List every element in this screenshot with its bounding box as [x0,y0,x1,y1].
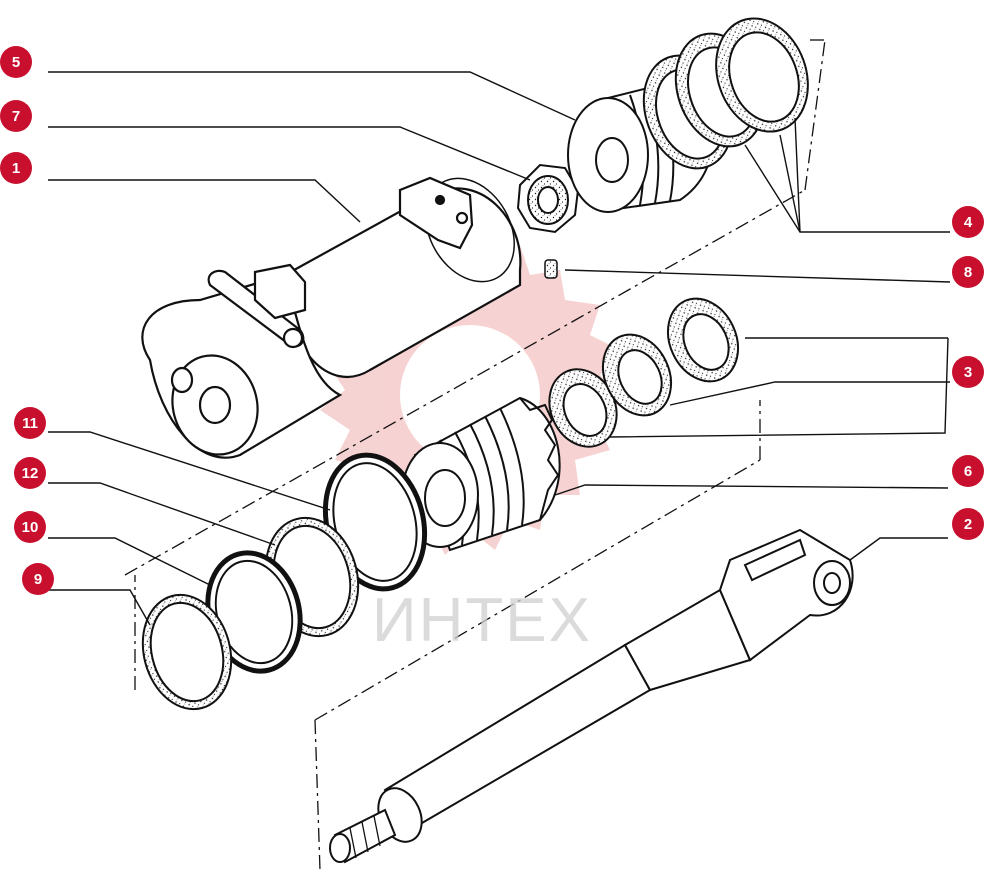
callout-1: 1 [0,152,32,184]
ring-set [141,452,428,711]
callout-4: 4 [952,206,984,238]
cylinder-body [141,176,522,459]
callout-11: 11 [14,407,46,439]
callout-3: 3 [952,356,984,388]
callout-12: 12 [14,457,46,489]
callout-2: 2 [952,508,984,540]
piston-seal-set [642,17,809,170]
watermark-text: ИНТЕХ [372,586,592,655]
callout-10: 10 [14,511,46,543]
callout-8: 8 [952,256,984,288]
callout-9: 9 [22,563,54,595]
callout-6: 6 [952,455,984,487]
nut [516,163,580,234]
callout-5: 5 [0,46,32,78]
set-screw [544,259,558,279]
piston-rod [329,528,854,864]
callout-7: 7 [0,100,32,132]
rod-seal-set [548,297,739,448]
construction-lines [124,39,826,871]
leader-lines [48,71,951,626]
